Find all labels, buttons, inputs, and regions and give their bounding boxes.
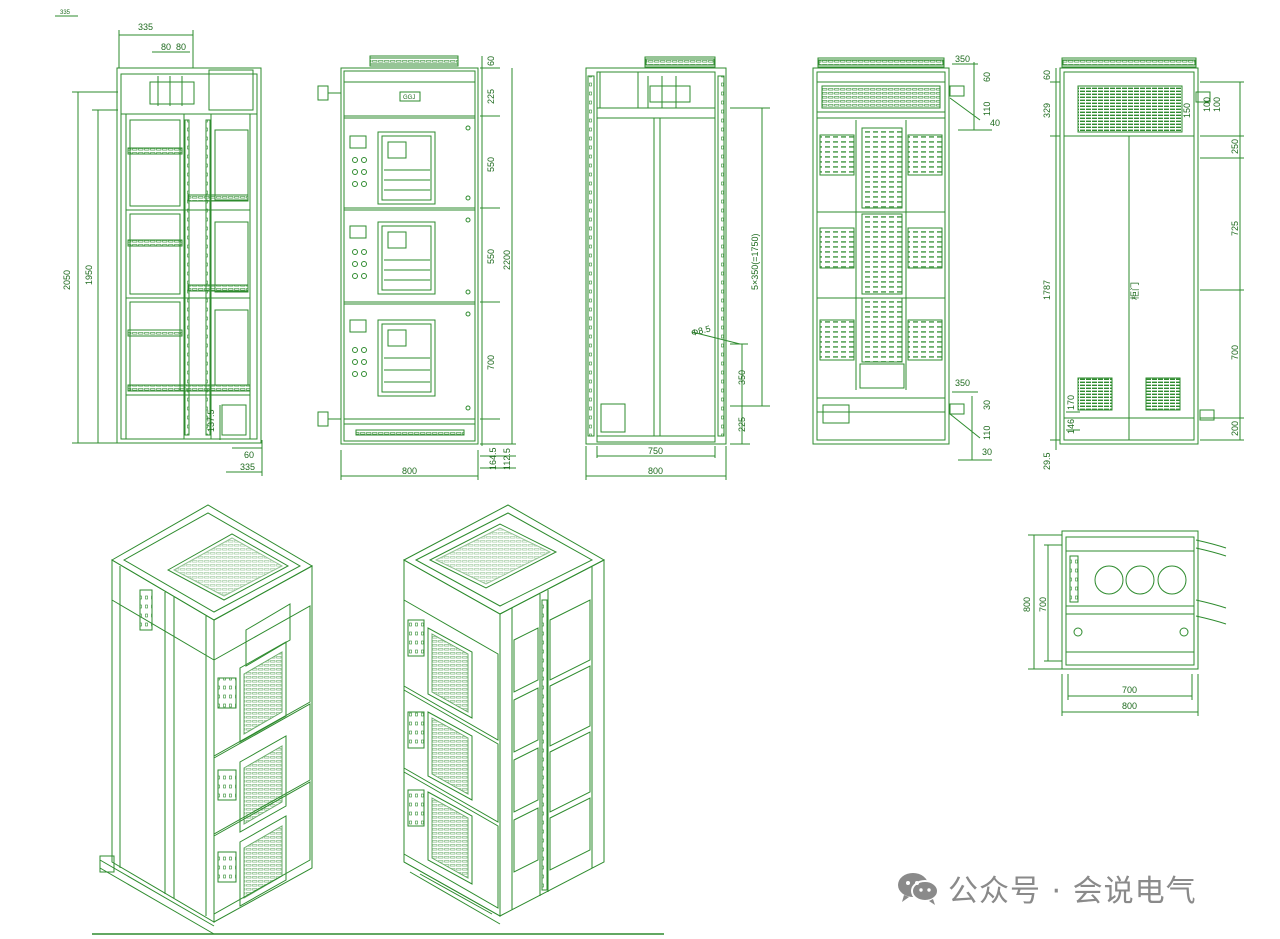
- dim-height-inner: 1950: [84, 265, 94, 285]
- frame-dim-pitch: 5×350(=1750): [750, 233, 760, 290]
- isometric-view-front-left: [99, 504, 314, 935]
- side-dim-l1: 60: [1042, 70, 1052, 80]
- front-dim-9: 112.5: [502, 448, 512, 470]
- side-door-label: 柜门: [1129, 282, 1140, 300]
- side-dim-r1: 100: [1202, 97, 1212, 112]
- front-dim-total: 2200: [502, 250, 512, 270]
- frame-dim-2: 225: [737, 417, 747, 432]
- dim-bottom-c: 335: [240, 462, 255, 472]
- dim-bottom-a: 137.5: [206, 409, 216, 432]
- frame-dim-width: 800: [648, 466, 663, 476]
- plan-dim-width: 800: [1122, 701, 1137, 711]
- side-dim-r5: 725: [1230, 221, 1240, 236]
- front-nameplate: GGJ: [403, 95, 415, 101]
- watermark-text: 公众号 · 会说电气: [948, 874, 1197, 909]
- front-dim-8: 164.5: [488, 447, 498, 470]
- side-dim-r2: 100: [1212, 97, 1222, 112]
- side-dim-r4: 250: [1230, 139, 1240, 154]
- side-dim-r3: 150: [1182, 103, 1192, 118]
- front-dim-5: 700: [486, 355, 496, 370]
- front-dim-3: 550: [486, 157, 496, 172]
- isometric-view-front-right: [402, 504, 606, 925]
- rear-dim-t3: 110: [982, 102, 992, 116]
- front-dim-4: 550: [486, 249, 496, 264]
- side-dim-b1: 170: [1066, 395, 1076, 410]
- side-view: [1050, 57, 1244, 450]
- plan-view: [1028, 530, 1227, 716]
- dim-top-width: 335: [138, 22, 153, 32]
- dim-bottom-b: 60: [244, 450, 254, 460]
- frame-front-view: [585, 56, 770, 480]
- rear-dim-b4: 30: [982, 447, 992, 457]
- front-dim-1: 60: [486, 56, 496, 66]
- dim-height-total: 2050: [62, 270, 72, 290]
- dim-top-b: 80: [176, 42, 186, 52]
- plan-dim-inner-depth: 700: [1038, 597, 1048, 612]
- side-dim-r6: 700: [1230, 345, 1240, 360]
- plan-dim-inner-width: 700: [1122, 685, 1137, 695]
- rear-dim-t4: 40: [990, 118, 1000, 128]
- side-dim-b2: 146: [1066, 419, 1076, 434]
- frame-dim-hole: Φ8.5: [690, 323, 712, 337]
- front-view: [317, 55, 516, 480]
- side-dim-r7: 200: [1230, 421, 1240, 436]
- wechat-icon: [898, 873, 939, 905]
- frame-dim-1: 350: [737, 370, 747, 385]
- corner-label: 335: [55, 10, 78, 17]
- plan-dim-depth: 800: [1022, 597, 1032, 612]
- rear-view: [812, 57, 992, 461]
- frame-dim-inner: 750: [648, 446, 663, 456]
- rear-dim-t2: 60: [982, 72, 992, 82]
- rear-dim-t1: 350: [955, 54, 970, 64]
- dim-top-a: 80: [161, 42, 171, 52]
- side-dim-l3: 1787: [1042, 280, 1052, 300]
- front-dim-width: 800: [402, 466, 417, 476]
- rear-dim-b2: 30: [982, 400, 992, 410]
- rear-dim-b3: 110: [982, 426, 992, 440]
- svg-text:335: 335: [60, 10, 71, 16]
- side-dim-l4: 29.5: [1042, 452, 1052, 470]
- front-dim-2: 225: [486, 89, 496, 104]
- side-dim-l2: 329: [1042, 103, 1052, 118]
- rear-dim-b1: 350: [955, 378, 970, 388]
- watermark: 公众号 · 会说电气: [896, 866, 1197, 910]
- side-section-view: [72, 30, 263, 476]
